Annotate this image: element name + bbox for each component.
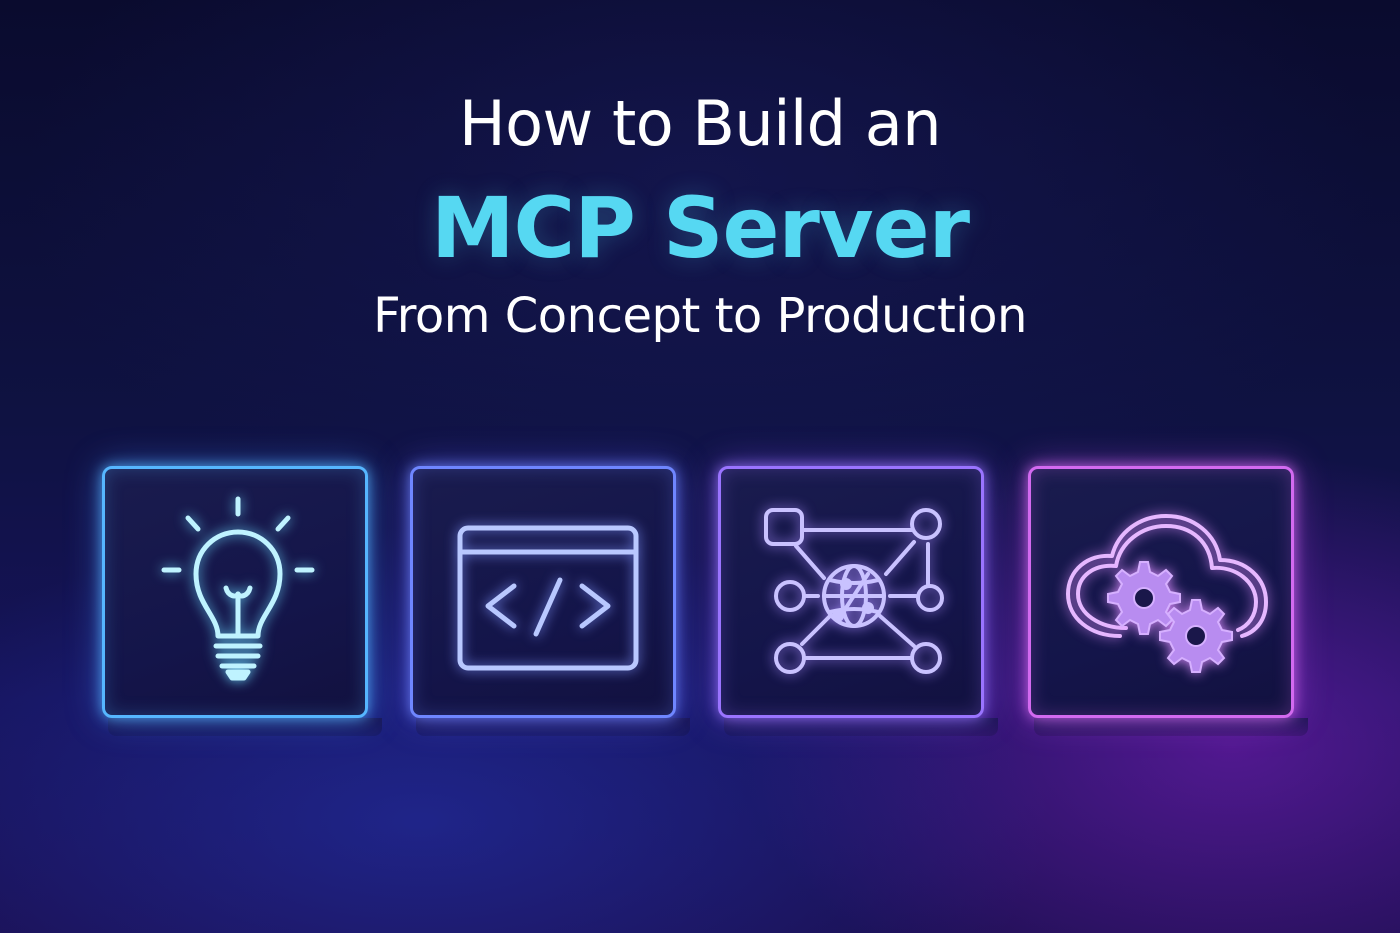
tile-face [718, 466, 984, 718]
tile-depth [108, 718, 382, 736]
tile-concept [102, 466, 382, 736]
tile-face [1028, 466, 1294, 718]
subtitle-concept-to-production: From Concept to Production [373, 288, 1027, 344]
code-window-icon [457, 525, 639, 671]
tile-depth [416, 718, 690, 736]
tile-develop [410, 466, 690, 736]
tile-depth [1034, 718, 1308, 736]
title-line-how-to-build: How to Build an [458, 87, 942, 160]
network-nodes-icon [764, 508, 944, 674]
tile-integrate [718, 466, 998, 736]
tile-face [410, 466, 676, 718]
tile-depth [724, 718, 998, 736]
lightbulb-icon [161, 496, 315, 681]
cloud-gears-icon [1066, 514, 1268, 673]
tile-deploy [1028, 466, 1308, 736]
title-line-mcp-server: MCP Server [430, 179, 970, 277]
tile-face [102, 466, 368, 718]
